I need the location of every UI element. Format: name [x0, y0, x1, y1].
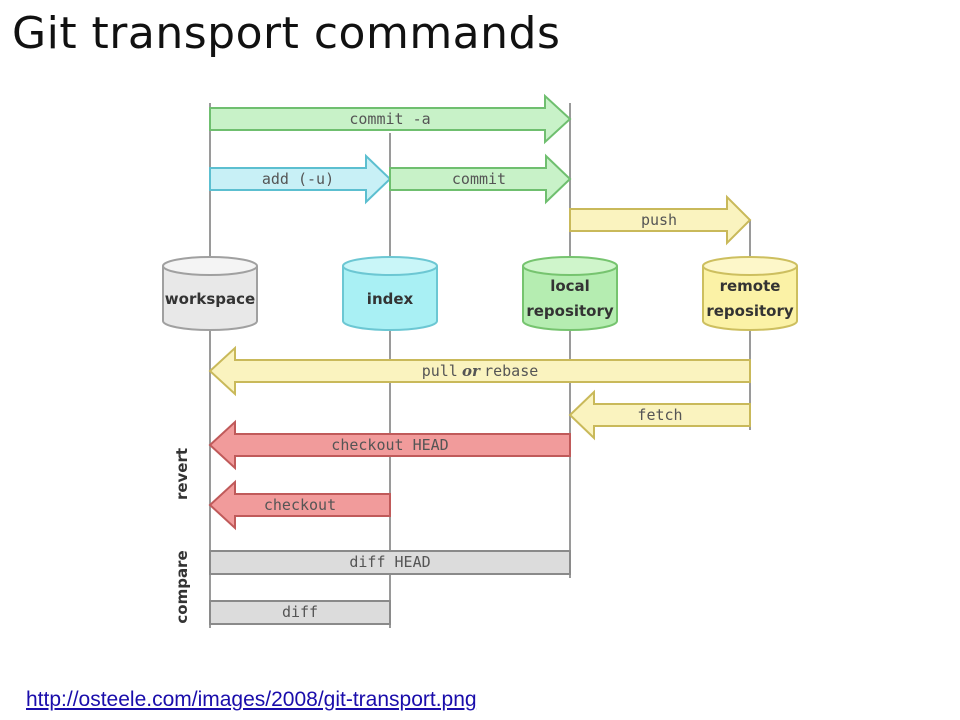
- cylinder-top: [162, 256, 258, 276]
- cylinder-body: [522, 266, 618, 331]
- cylinder-top: [702, 256, 798, 276]
- bar-diff-head: diff HEAD: [209, 550, 571, 575]
- arrow-label: add (-u): [262, 170, 334, 188]
- location-workspace: workspace: [162, 256, 258, 331]
- group-label-compare: compare: [173, 550, 191, 623]
- arrow-shape: [209, 93, 572, 145]
- location-label: workspace: [165, 290, 255, 308]
- bar-label: diff: [282, 603, 318, 621]
- location-remote-repository: remote repository: [702, 256, 798, 331]
- slide-title: Git transport commands: [12, 8, 561, 59]
- arrow-shape: [208, 345, 751, 397]
- arrow-label: pull or rebase: [422, 362, 539, 380]
- cylinder-top: [342, 256, 438, 276]
- bar-shape: [209, 550, 571, 575]
- pull-label: pull: [422, 362, 458, 380]
- location-label-line1: remote: [720, 277, 781, 295]
- arrow-commit: commit: [389, 153, 572, 205]
- arrow-shape: [209, 153, 392, 205]
- cylinder-body: [342, 266, 438, 331]
- cylinder-top: [522, 256, 618, 276]
- bar-label: diff HEAD: [349, 553, 430, 571]
- arrow-label: push: [641, 211, 677, 229]
- arrow-checkout: checkout: [208, 479, 391, 531]
- arrow-shape: [569, 194, 752, 246]
- or-label: or: [462, 362, 481, 380]
- location-local-repository: local repository: [522, 256, 618, 331]
- group-label-revert: revert: [173, 448, 191, 500]
- location-index: index: [342, 256, 438, 331]
- arrow-shape: [208, 479, 391, 531]
- source-link[interactable]: http://osteele.com/images/2008/git-trans…: [26, 688, 477, 711]
- bar-diff: diff: [209, 600, 391, 625]
- arrow-pull-or-rebase: pull or rebase: [208, 345, 751, 397]
- arrow-label: commit: [452, 170, 506, 188]
- arrow-label: checkout: [264, 496, 336, 514]
- cylinder-body: [162, 266, 258, 331]
- location-label-line2: repository: [706, 302, 794, 320]
- rebase-label: rebase: [484, 362, 538, 380]
- location-label-line1: local: [550, 277, 590, 295]
- location-label-line2: repository: [526, 302, 614, 320]
- arrow-commit-a: commit -a: [209, 93, 572, 145]
- arrow-label: checkout HEAD: [331, 436, 448, 454]
- arrow-label: commit -a: [349, 110, 430, 128]
- cylinder-body: [702, 266, 798, 331]
- arrow-label: fetch: [637, 406, 682, 424]
- arrow-add: add (-u): [209, 153, 392, 205]
- arrow-shape: [208, 419, 571, 471]
- location-label: index: [367, 290, 414, 308]
- arrow-fetch: fetch: [568, 389, 751, 441]
- arrow-push: push: [569, 194, 752, 246]
- arrow-shape: [568, 389, 751, 441]
- arrow-shape: [389, 153, 572, 205]
- bar-shape: [209, 600, 391, 625]
- arrow-checkout-head: checkout HEAD: [208, 419, 571, 471]
